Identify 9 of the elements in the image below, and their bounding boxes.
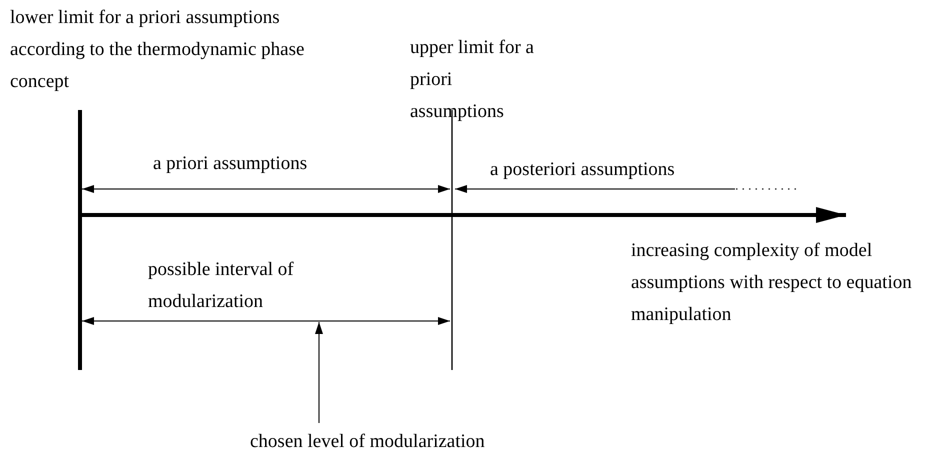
axis-label: increasing complexity of model assumptions with respect to equation manipulation [631,239,913,327]
annotation-text: chosen level of modularization [250,426,570,458]
range-label: possible interval of modularization [148,258,295,314]
dimension-line [82,317,450,325]
range-label: a priori assumptions [153,152,308,176]
limit-note: lower limit for a priori assumptions according to the thermodynamic phase concept [10,6,306,94]
leader-arrow [315,322,323,424]
range-label: a posteriori assumptions [490,158,676,182]
limit-note: upper limit for a priori assumptions [410,36,535,124]
